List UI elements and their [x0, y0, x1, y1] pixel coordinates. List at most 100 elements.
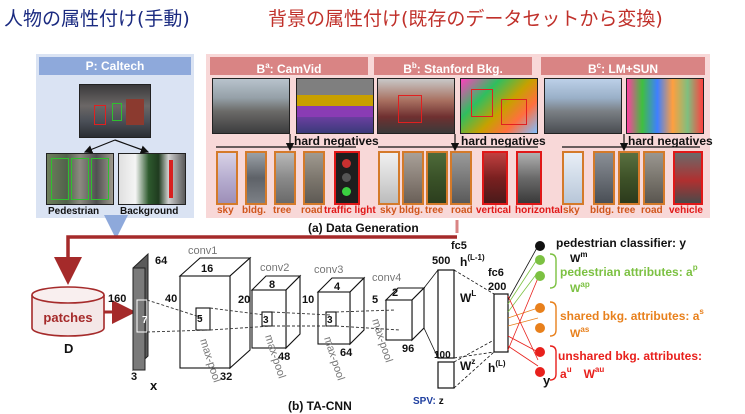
- input-dim-width: 64: [155, 255, 168, 267]
- conv3-dim-b: 10: [302, 294, 314, 306]
- output-pedestrian-classifier: pedestrian classifier: y: [556, 236, 686, 250]
- spv-size: 100: [434, 350, 451, 361]
- output-symbol: y: [543, 373, 551, 388]
- input-kernel-size: 7: [142, 315, 148, 326]
- camvid-thumb-sky: [216, 151, 238, 205]
- data-flow-arrows: [54, 215, 459, 285]
- input-dim-channels: 3: [131, 371, 137, 383]
- fc6-h-label: h(L): [488, 359, 506, 375]
- conv1-dim-c: 32: [220, 371, 232, 383]
- conv2-dim-c: 48: [278, 351, 290, 363]
- panel-stanford-title: Bb: Stanford Bkg.: [374, 57, 532, 76]
- spv-weight-label: Wz: [460, 357, 475, 373]
- input-image-slab: [132, 252, 149, 372]
- conv3-dim-a: 4: [334, 281, 341, 293]
- dataset-symbol: D: [64, 341, 73, 356]
- lmsun-street-image: [544, 78, 622, 134]
- conv4-block: [384, 286, 426, 342]
- lmsun-thumb-bldg: [593, 151, 615, 205]
- pedestrian-label: Pedestrian: [48, 206, 100, 217]
- camvid-label-tree: tree: [273, 205, 292, 216]
- fc5-label: fc5: [451, 240, 467, 252]
- stanford-label-bldg: bldg.: [399, 205, 423, 216]
- conv1-label: conv1: [188, 245, 217, 257]
- lmsun-thumb-sky: [562, 151, 584, 205]
- background-label: Background: [120, 206, 179, 217]
- fc6-size: 200: [488, 281, 506, 293]
- ta-cnn-caption: (b) TA-CNN: [288, 399, 352, 413]
- stanford-label-image: [460, 78, 538, 134]
- panel-caltech-title: P: Caltech: [39, 57, 191, 75]
- panel-caltech: P: Caltech Pedestrian Background: [36, 54, 194, 218]
- panel-lmsun-title: Bc: LM+SUN: [541, 57, 705, 76]
- camvid-thumb-road: [303, 151, 325, 205]
- camvid-street-image: [212, 78, 290, 134]
- conv2-dim-a: 8: [269, 279, 275, 291]
- conv3-kernel: 3: [327, 315, 333, 326]
- conv4-dim-b: 5: [372, 294, 378, 306]
- conv3-label: conv3: [314, 264, 343, 276]
- lmsun-thumb-vehicle: [673, 151, 703, 205]
- fc5-size: 500: [432, 255, 450, 267]
- fc6-to-output-lines: [507, 245, 539, 367]
- stanford-label-road: road: [451, 205, 473, 216]
- caltech-street-image: [79, 84, 151, 138]
- conv1-dim-a: 16: [201, 263, 213, 275]
- output-shared-attr-weight: Was: [570, 325, 590, 340]
- camvid-label-traffic-light: traffic light: [324, 205, 376, 216]
- page-title-right: 背景の属性付け(既存のデータセットから変換): [268, 8, 663, 30]
- fc5-to-fc6-lines: [453, 269, 495, 389]
- conv4-label: conv4: [372, 272, 401, 284]
- output-pedestrian-attributes: pedestrian attributes: ap: [560, 263, 698, 279]
- lmsun-thumb-tree: [618, 151, 640, 205]
- camvid-label-bldg: bldg.: [242, 205, 266, 216]
- input-dim-height: 160: [108, 293, 126, 305]
- stanford-label-sky: sky: [380, 205, 397, 216]
- lmsun-label-vehicle: vehicle: [669, 205, 703, 216]
- output-unshared-bkg-attributes: unshared bkg. attributes:: [558, 349, 702, 363]
- output-pedestrian-attr-weight: Wap: [570, 280, 590, 295]
- stanford-thumb-vertical: [482, 151, 508, 205]
- lmsun-label-image: [626, 78, 704, 134]
- projection-lines: [146, 299, 401, 333]
- spv-label: SPV:z: [413, 396, 444, 407]
- camvid-thumb-tree: [274, 151, 296, 205]
- panel-internal-arrows: [83, 134, 700, 154]
- lmsun-label-road: road: [641, 205, 663, 216]
- conv1-block: [178, 256, 252, 370]
- conv3-dim-c: 64: [340, 347, 353, 359]
- patches-label: patches: [43, 310, 92, 325]
- stanford-thumb-sky: [378, 151, 400, 205]
- camvid-label-sky: sky: [217, 205, 234, 216]
- fc5-layer: [437, 269, 455, 359]
- conv1-kernel: 5: [197, 314, 203, 325]
- camvid-label-road: road: [301, 205, 323, 216]
- stanford-thumb-horizontal: [516, 151, 542, 205]
- fc6-layer: [493, 293, 509, 353]
- stanford-label-tree: tree: [425, 205, 444, 216]
- conv2-dim-b: 20: [238, 294, 250, 306]
- camvid-hard-negatives: hard negatives: [294, 134, 379, 148]
- pedestrian-thumbnails: [46, 153, 114, 205]
- conv4-dim-a: 2: [392, 287, 398, 299]
- spv-layer: [437, 361, 455, 389]
- patches-cylinder: patches: [31, 286, 105, 337]
- stanford-label-vertical: vertical: [476, 205, 512, 216]
- camvid-thumb-traffic-light: [334, 151, 360, 205]
- conv1-dim-b: 40: [165, 293, 177, 305]
- page-title-left: 人物の属性付け(手動): [4, 8, 190, 30]
- output-brackets: [549, 253, 557, 381]
- data-generation-caption: (a) Data Generation: [308, 221, 419, 235]
- lmsun-thumb-road: [643, 151, 665, 205]
- output-shared-bkg-attributes: shared bkg. attributes: as: [560, 307, 704, 323]
- background-thumbnails: [118, 153, 186, 205]
- input-symbol: x: [150, 378, 158, 393]
- camvid-thumb-bldg: [245, 151, 267, 205]
- panel-camvid-title: Ba: CamVid: [210, 57, 368, 76]
- stanford-street-image: [377, 78, 455, 134]
- conv2-kernel: 3: [263, 315, 269, 326]
- fc5-h-label: h(L-1): [460, 253, 485, 269]
- stanford-thumb-bldg: [402, 151, 424, 205]
